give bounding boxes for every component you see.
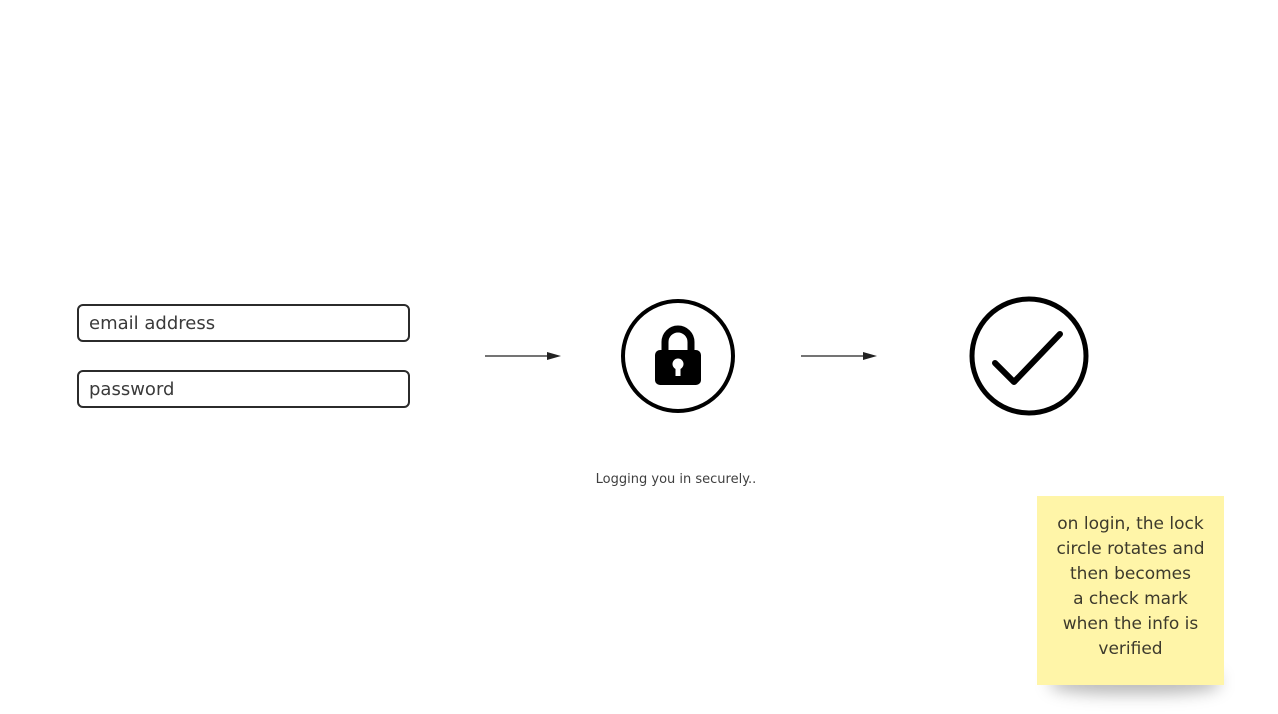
sticky-note-line: circle rotates and (1056, 539, 1205, 559)
flow-arrow-1 (485, 352, 561, 360)
check-circle-icon (969, 296, 1089, 416)
check-icon (992, 331, 1063, 385)
sticky-note-line: verified (1098, 639, 1163, 659)
sticky-note[interactable]: on login, the lock circle rotates and th… (1037, 496, 1224, 685)
email-field[interactable] (77, 304, 410, 342)
sticky-note-line: on login, the lock (1057, 514, 1204, 534)
flow-arrow-2 (801, 352, 877, 360)
email-input[interactable] (79, 306, 408, 340)
sticky-note-line: when the info is (1062, 614, 1199, 634)
lock-icon (655, 325, 701, 385)
password-input[interactable] (79, 372, 408, 406)
lock-circle-icon (621, 299, 735, 413)
status-caption: Logging you in securely.. (595, 472, 757, 487)
password-field[interactable] (77, 370, 410, 408)
sticky-note-line: a check mark (1073, 589, 1188, 609)
sticky-note-line: then becomes (1070, 564, 1191, 584)
